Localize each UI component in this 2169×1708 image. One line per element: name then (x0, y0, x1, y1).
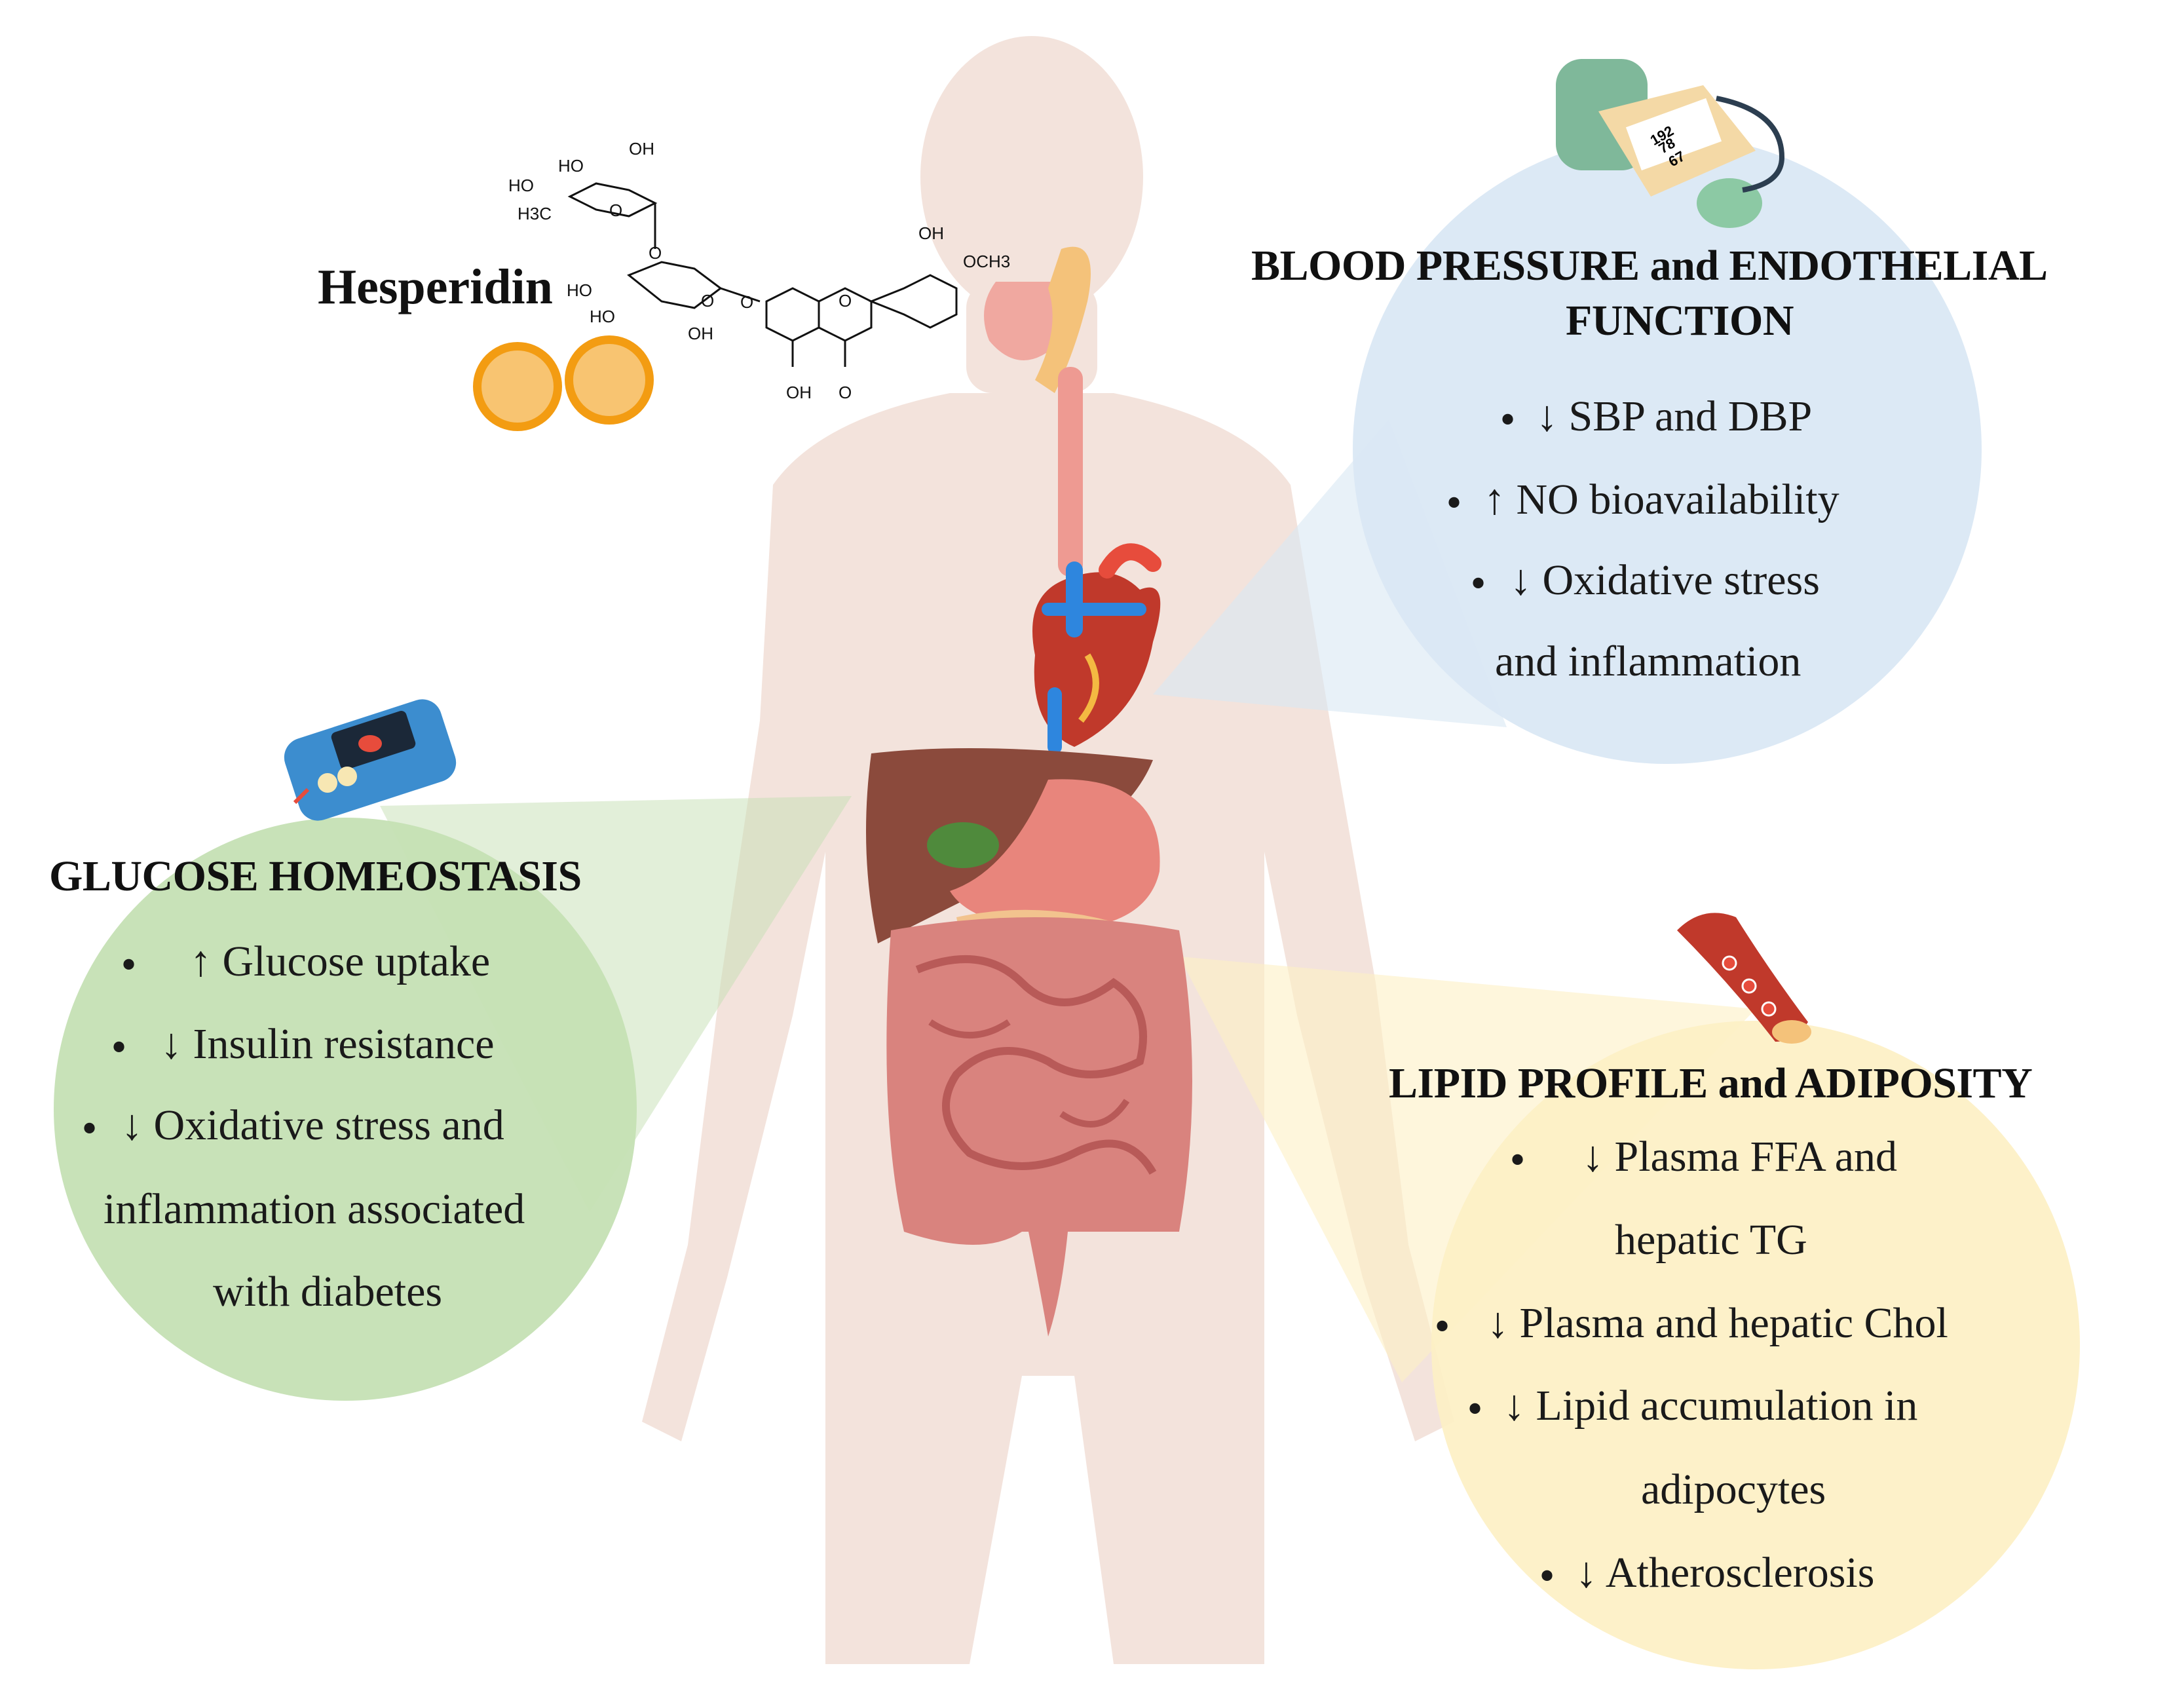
bp-panel-circle (1353, 135, 1982, 764)
bullet-icon: • (1443, 483, 1465, 525)
blood-pressure-monitor-icon: 192 78 67 (1556, 59, 1785, 228)
lipid-item-3-cont: adipocytes (1641, 1466, 1826, 1513)
svg-text:HO: HO (590, 307, 615, 326)
bp-item-3: ↓ Oxidative stress (1510, 556, 1820, 604)
bullet-icon: • (79, 1109, 101, 1151)
heart-icon (1032, 543, 1161, 754)
bullet-icon: • (1431, 1306, 1454, 1349)
hesperidin-structure (567, 182, 958, 367)
structure-labels: HO OH HO H3C O O O HO HO OH O O OH OCH3 … (508, 139, 1010, 402)
svg-text:O: O (701, 291, 714, 311)
esophagus-icon (984, 246, 1091, 577)
glucose-panel-circle (54, 818, 637, 1401)
bp-panel-title-line2: FUNCTION (1566, 297, 1794, 345)
glucometer-icon (284, 699, 457, 821)
compound-name: Hesperidin (318, 259, 553, 314)
bp-item-1: ↓ SBP and DBP (1536, 392, 1813, 440)
svg-text:OCH3: OCH3 (963, 252, 1010, 271)
glucose-item-3-cont: inflammation associated (104, 1185, 525, 1233)
lipid-item-2: ↓ Plasma and hepatic Chol (1487, 1299, 1948, 1347)
svg-text:O: O (740, 292, 753, 312)
bullet-icon: • (118, 945, 140, 987)
lipid-item-3: ↓ Lipid accumulation in (1503, 1382, 1918, 1430)
glucose-item-2: ↓ Insulin resistance (160, 1020, 495, 1068)
artery-icon (1677, 913, 1811, 1044)
lipid-item-1-cont: hepatic TG (1615, 1216, 1807, 1264)
svg-text:OH: OH (629, 139, 654, 159)
bp-item-2: ↑ NO bioavailability (1484, 476, 1839, 523)
bullet-icon: • (1536, 1556, 1558, 1599)
gallbladder-icon (927, 822, 999, 868)
svg-text:OH: OH (786, 383, 812, 402)
svg-text:O: O (609, 200, 622, 220)
bullet-icon: • (1467, 563, 1490, 606)
bp-panel-title-line1: BLOOD PRESSURE and ENDOTHELIAL (1251, 242, 2048, 290)
bullet-icon: • (1464, 1389, 1486, 1432)
svg-text:HO: HO (567, 280, 592, 300)
glucose-panel-title: GLUCOSE HOMEOSTASIS (49, 852, 582, 900)
svg-text:H3C: H3C (518, 204, 552, 223)
glucose-item-3: ↓ Oxidative stress and (121, 1101, 504, 1149)
lipid-panel-title: LIPID PROFILE and ADIPOSITY (1389, 1059, 2033, 1107)
lipid-item-4: ↓ Atherosclerosis (1575, 1549, 1875, 1597)
svg-text:O: O (839, 291, 852, 311)
bp-item-3-cont: and inflammation (1495, 637, 1801, 685)
svg-text:O: O (649, 243, 662, 263)
bullet-icon: • (1507, 1140, 1529, 1183)
svg-text:OH: OH (918, 223, 944, 243)
stomach-icon (950, 779, 1160, 930)
glucose-item-3-cont2: with diabetes (213, 1268, 443, 1316)
lipid-item-1: ↓ Plasma FFA and (1582, 1133, 1897, 1181)
lipid-panel-circle (1431, 1021, 2080, 1669)
svg-text:HO: HO (508, 176, 534, 195)
bullet-icon: • (1497, 400, 1519, 442)
intestine-icon (886, 917, 1192, 1337)
svg-text:HO: HO (558, 156, 584, 176)
bullet-icon: • (108, 1027, 130, 1070)
orange-icon (473, 335, 654, 431)
svg-text:O: O (839, 383, 852, 402)
svg-text:OH: OH (688, 324, 713, 343)
glucose-item-1: ↑ Glucose uptake (190, 938, 491, 985)
